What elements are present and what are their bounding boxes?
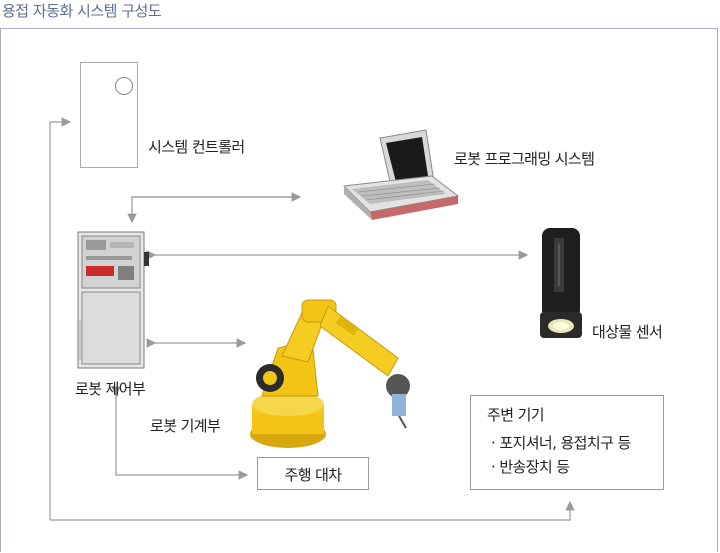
peripheral-item: · 반송장치 등	[491, 458, 570, 476]
diagram-frame	[0, 28, 718, 552]
arrow-outer-to-controller	[49, 117, 72, 520]
label-programming-system: 로봇 프로그래밍 시스템	[454, 150, 595, 168]
indicator-light-icon	[115, 77, 133, 95]
arrow-outer-to-peripheral	[50, 500, 575, 521]
label-system-controller: 시스템 컨트롤러	[148, 138, 245, 156]
peripheral-box: 주변 기기 · 포지셔너, 용접치구 등 · 반송장치 등	[470, 395, 664, 490]
label-carriage: 주행 대차	[284, 466, 343, 484]
label-object-sensor: 대상물 센서	[592, 323, 663, 341]
object-sensor-icon	[540, 228, 582, 338]
peripheral-heading: 주변 기기	[487, 406, 545, 424]
robot-controller-cabinet-icon	[77, 231, 149, 369]
peripheral-item: · 포지셔너, 용접치구 등	[491, 434, 631, 452]
robot-arm-icon	[250, 299, 410, 448]
laptop-icon	[342, 129, 460, 220]
arrow-prog-to-controller	[127, 196, 300, 224]
label-controller: 로봇 제어부	[75, 380, 146, 398]
system-controller-cabinet	[80, 62, 138, 168]
arrow-controller-carriage	[111, 386, 249, 480]
diagram-title: 용접 자동화 시스템 구성도	[2, 2, 162, 20]
carriage-box: 주행 대차	[257, 457, 369, 490]
label-mechanism: 로봇 기계부	[150, 417, 221, 435]
